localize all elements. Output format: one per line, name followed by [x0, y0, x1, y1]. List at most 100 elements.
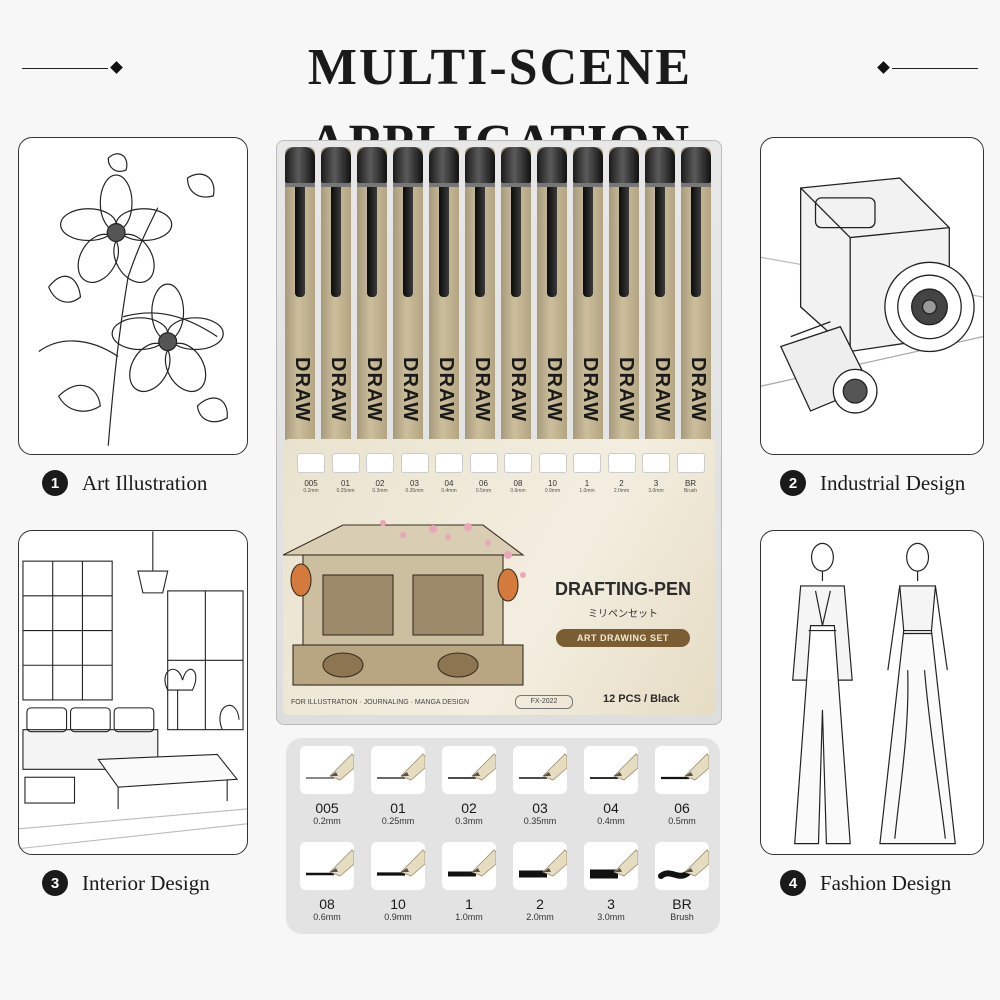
- nib-icon: [331, 453, 360, 473]
- card-tip-size: 1.0mm: [579, 488, 595, 494]
- scene-caption: 3 Interior Design: [42, 868, 210, 898]
- set-badge: ART DRAWING SET: [556, 629, 690, 647]
- nib-drawing: [448, 849, 496, 877]
- nib-size: 1.0mm: [455, 912, 483, 922]
- pen-label: DRAW: [651, 357, 673, 423]
- nib-drawing: [306, 753, 354, 781]
- pen-label: DRAW: [615, 357, 637, 423]
- scene-caption: 1 Art Illustration: [42, 468, 207, 498]
- card-tip-size: 0.6mm: [510, 488, 526, 494]
- pen-cap: [681, 147, 711, 183]
- pen-ring: [429, 183, 459, 187]
- pen-cap: [537, 147, 567, 183]
- card-tip-code: 02: [375, 479, 385, 488]
- nib-icon: [584, 746, 638, 794]
- card-tip-code: 04: [444, 479, 454, 488]
- pen-cap: [321, 147, 351, 183]
- scene-label: Art Illustration: [82, 470, 208, 495]
- pen-cap: [465, 147, 495, 183]
- number-badge: 1: [42, 470, 68, 496]
- nib-icon: [371, 746, 425, 794]
- nib-icon: [442, 746, 496, 794]
- industrial-design-panel: [760, 137, 984, 455]
- nib-icon: [442, 842, 496, 890]
- nib-icon: [371, 842, 425, 890]
- pen-cap: [609, 147, 639, 183]
- nib-drawing: [448, 753, 496, 781]
- pen-clip: [547, 187, 557, 297]
- nib-icon: [400, 453, 429, 473]
- pen-label: DRAW: [435, 357, 457, 423]
- pen-label: DRAW: [291, 357, 313, 423]
- card-tip-size: 0.5mm: [475, 488, 492, 494]
- nib-icon: [584, 842, 638, 890]
- nib-icon: [642, 453, 670, 473]
- pen-clip: [295, 187, 305, 297]
- pen-ring: [357, 183, 387, 187]
- pen-clip: [475, 187, 485, 297]
- scene-caption: 2 Industrial Design: [780, 468, 965, 498]
- pen-ring: [285, 183, 315, 187]
- card-tip-size: 0.25mm: [336, 488, 355, 494]
- pen-cap: [429, 147, 459, 183]
- pen-clip: [691, 187, 701, 297]
- fashion-design-panel: [760, 530, 984, 855]
- diamond-icon: [110, 61, 123, 74]
- model-number: FX-2022: [515, 695, 573, 709]
- scene-caption: 4 Fashion Design: [780, 868, 951, 898]
- pen-label: DRAW: [687, 357, 709, 423]
- nib-size: 3.0mm: [597, 912, 625, 922]
- pen-clip: [511, 187, 521, 297]
- nib-code: 04: [603, 800, 619, 816]
- number-badge: 4: [780, 870, 806, 896]
- card-tip-size: 0.9mm: [544, 488, 561, 494]
- nib-code: 08: [319, 896, 335, 912]
- usage-text: FOR ILLUSTRATION · JOURNALING · MANGA DE…: [291, 699, 470, 706]
- nib-icon: [513, 842, 567, 890]
- nib-drawing: [377, 753, 425, 781]
- card-tip-code: 2: [619, 479, 624, 488]
- pen-label: DRAW: [327, 357, 349, 423]
- card-tip-size: 2.0mm: [613, 488, 630, 494]
- pen-label: DRAW: [579, 357, 601, 423]
- nib-icon: [366, 453, 394, 473]
- nib-icon: [297, 453, 325, 473]
- nib-size: 0.2mm: [313, 816, 341, 826]
- pen-cap: [645, 147, 675, 183]
- pen-clip: [331, 187, 341, 297]
- number-badge: 3: [42, 870, 68, 896]
- card-tip-code: BR: [684, 479, 697, 488]
- nib-icon: [655, 746, 709, 794]
- pen-clip: [619, 187, 629, 297]
- pen-clip: [439, 187, 449, 297]
- art-illustration-panel: [18, 137, 248, 455]
- pen-ring: [537, 183, 567, 187]
- card-tip-size: 0.35mm: [405, 488, 424, 494]
- title-row: MULTI-SCENE APPLICATION: [0, 30, 1000, 172]
- nib-code: 10: [390, 896, 406, 912]
- nib-icon: [300, 746, 354, 794]
- pen-label: DRAW: [471, 357, 493, 423]
- pen-label: DRAW: [399, 357, 421, 423]
- pen-ring: [609, 183, 639, 187]
- nib-icon: [513, 746, 567, 794]
- nib-size: 0.35mm: [523, 816, 557, 826]
